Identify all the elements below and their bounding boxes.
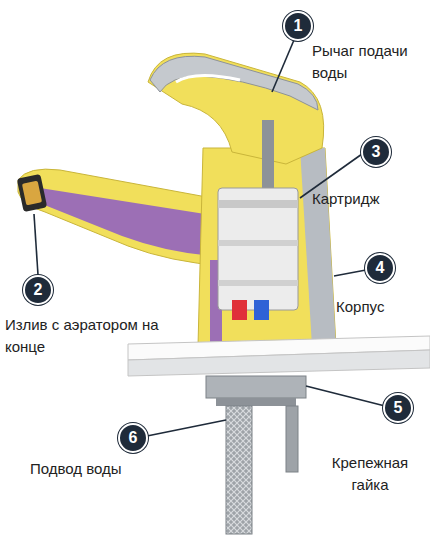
aerator xyxy=(17,174,48,212)
callout-text: 2 xyxy=(34,282,43,298)
leader-line xyxy=(272,40,294,92)
cartridge-band xyxy=(218,200,298,208)
lever-stem xyxy=(262,120,274,190)
lever-shell xyxy=(148,53,324,164)
aerator-mesh xyxy=(22,181,42,206)
leader-line xyxy=(306,386,385,406)
cartridge-band xyxy=(218,240,298,246)
hot-inlet xyxy=(232,300,247,320)
callout-text: 3 xyxy=(372,144,381,160)
callout-number: 5 xyxy=(383,393,413,423)
cartridge xyxy=(218,188,298,310)
cold-inlet xyxy=(254,300,269,320)
part-label: Излив с аэратором на конце xyxy=(5,314,165,358)
callout-number: 2 xyxy=(23,275,53,305)
callout-text: 1 xyxy=(294,18,303,34)
body-chrome xyxy=(300,148,336,346)
leader-line xyxy=(334,270,366,276)
callout-number: 4 xyxy=(365,253,395,283)
cartridge-band xyxy=(218,280,298,286)
spout-shell xyxy=(18,169,224,266)
callout-number: 6 xyxy=(118,423,148,453)
callout-number: 3 xyxy=(361,137,391,167)
mounting-stud xyxy=(286,406,298,472)
part-label: Корпус xyxy=(336,296,426,318)
part-label: Рычаг подачи воды xyxy=(312,40,424,84)
part-label: Подвод воды xyxy=(30,458,160,480)
countertop-edge xyxy=(128,350,430,376)
callout-text: 5 xyxy=(394,400,403,416)
spout-channel xyxy=(40,188,212,256)
mounting-washer xyxy=(216,398,296,406)
lever-highlight xyxy=(176,75,240,82)
leader-line xyxy=(34,214,38,275)
callout-number: 1 xyxy=(283,11,313,41)
part-label: Картридж xyxy=(312,188,422,210)
callout-text: 6 xyxy=(129,430,138,446)
supply-hose xyxy=(226,406,252,534)
callout-text: 4 xyxy=(376,260,385,276)
mounting-nut xyxy=(206,376,306,398)
part-label: Крепежная гайка xyxy=(316,452,424,496)
leader-line xyxy=(147,420,226,436)
lever-chrome xyxy=(150,56,318,110)
